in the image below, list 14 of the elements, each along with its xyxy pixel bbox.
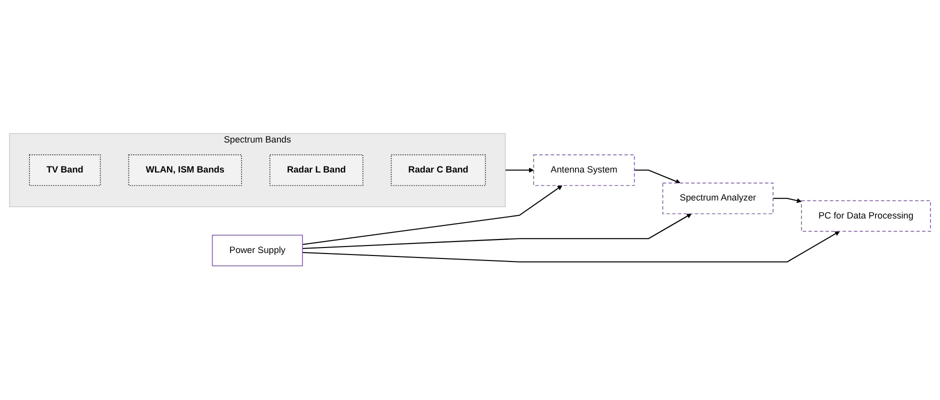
node-box: Radar L Band xyxy=(269,154,364,186)
node-box: Spectrum Analyzer xyxy=(662,182,774,214)
node-box: WLAN, ISM Bands xyxy=(128,154,242,186)
arrow xyxy=(302,186,562,246)
arrow xyxy=(634,170,680,184)
arrow xyxy=(302,231,840,263)
node-box: PC for Data Processing xyxy=(801,200,931,232)
node-box: Radar C Band xyxy=(390,154,486,186)
arrow xyxy=(302,214,692,250)
arrow xyxy=(505,168,534,173)
arrow xyxy=(773,198,802,204)
node-box: Antenna System xyxy=(533,154,635,186)
node-box: Power Supply xyxy=(212,235,303,267)
node-box: TV Band xyxy=(29,154,101,186)
